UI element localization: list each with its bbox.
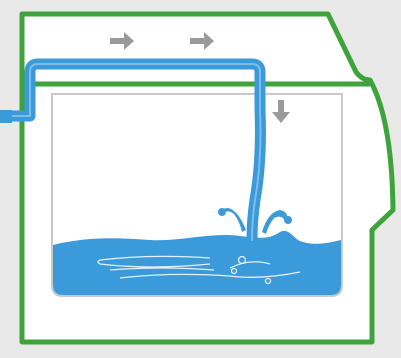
bubble-2 bbox=[230, 267, 238, 275]
arrow-right-shape-2 bbox=[190, 32, 214, 50]
bubble-3 bbox=[264, 277, 272, 285]
arrow-down-icon bbox=[272, 100, 290, 123]
laundry-line-6 bbox=[229, 261, 271, 269]
submerged-laundry bbox=[97, 255, 301, 279]
arrow-right-icon bbox=[110, 32, 134, 50]
water-pipe-highlight bbox=[0, 63, 262, 241]
water-body bbox=[53, 230, 341, 295]
splash-droplet-left bbox=[218, 208, 226, 216]
laundry-line-3 bbox=[109, 267, 215, 271]
splash-droplet-right bbox=[284, 216, 292, 224]
laundry-line-5 bbox=[119, 271, 301, 279]
arrow-right-shape-1 bbox=[110, 32, 134, 50]
laundry-line-4 bbox=[97, 259, 101, 265]
splash-right bbox=[262, 210, 288, 234]
laundry-line-2 bbox=[99, 263, 211, 268]
arrow-down-shape bbox=[272, 100, 290, 123]
arrow-right-icon bbox=[190, 32, 214, 50]
pipe-inlet bbox=[0, 110, 12, 123]
water-pipe bbox=[0, 58, 266, 246]
laundry-line-1 bbox=[99, 255, 211, 261]
bubble-1 bbox=[237, 255, 247, 265]
